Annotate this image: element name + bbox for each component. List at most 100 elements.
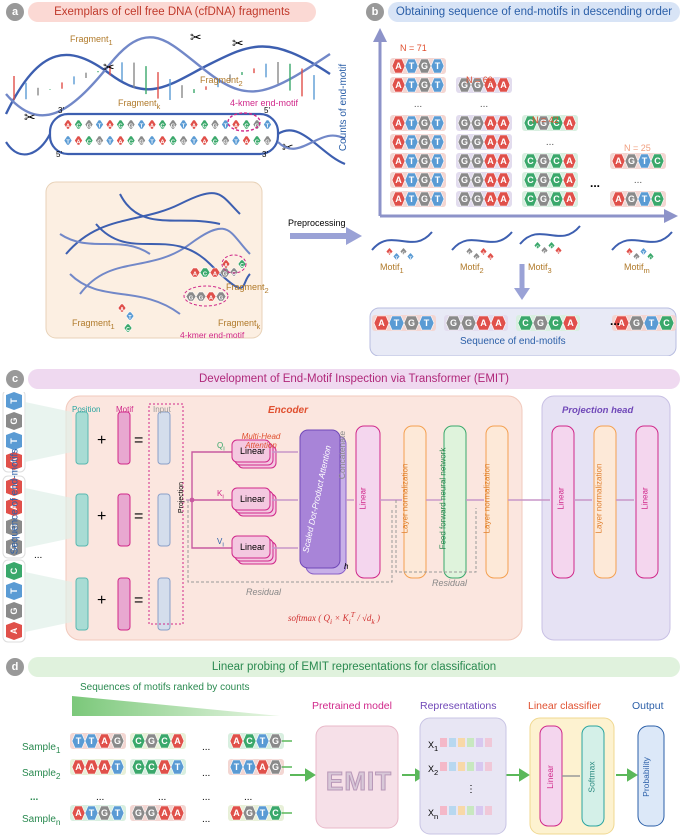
svg-text:T: T — [115, 762, 121, 772]
d-mid-ellipsis-3: ... — [202, 792, 211, 803]
c-ph-layernorm: Layer normalization — [594, 463, 604, 534]
svg-text:C: C — [552, 318, 559, 328]
nucleotide-A: A — [496, 77, 511, 93]
svg-text:G: G — [465, 318, 472, 328]
nucleotide-G: G — [632, 252, 641, 261]
svg-text:T: T — [9, 398, 19, 404]
svg-text:G: G — [628, 156, 635, 166]
nucleotide-G: G — [536, 191, 551, 207]
nucleotide-G: G — [110, 733, 125, 749]
nucleotide-A: A — [71, 805, 86, 821]
nucleotide-A: A — [373, 315, 390, 331]
svg-text:A: A — [174, 808, 181, 818]
svg-text:G: G — [633, 318, 640, 328]
ladder-base-top: G — [84, 119, 94, 130]
column-ellipsis: ... — [414, 99, 422, 110]
svg-text:T: T — [98, 124, 102, 130]
nucleotide-T: T — [404, 58, 419, 74]
svg-text:T: T — [395, 256, 398, 261]
ladder-base-bottom: C — [126, 135, 136, 146]
nucleotide-G: G — [268, 759, 283, 775]
nucleotide-T: T — [406, 252, 415, 261]
nucleotide-A: A — [189, 267, 201, 278]
c-layernorm-2: Layer normalization — [482, 463, 492, 534]
d-classifier-label: Linear classifier — [528, 700, 601, 712]
svg-text:G: G — [232, 271, 236, 277]
ladder-base-top: A — [189, 119, 199, 130]
svg-text:A: A — [628, 251, 632, 256]
ladder-base-top: A — [105, 119, 115, 130]
scissors-icon-1: ✂ — [103, 59, 115, 75]
nucleotide-C: C — [131, 733, 146, 749]
svg-text:A: A — [557, 250, 561, 255]
svg-text:T: T — [128, 315, 132, 321]
svg-text:G: G — [461, 118, 468, 128]
svg-text:A: A — [101, 736, 108, 746]
svg-text:T: T — [89, 736, 95, 746]
svg-text:A: A — [500, 194, 507, 204]
svg-text:G: G — [543, 250, 547, 255]
svg-text:C: C — [550, 245, 554, 250]
representation-cell — [467, 762, 474, 771]
representation-cell — [467, 738, 474, 747]
svg-text:C: C — [246, 736, 253, 746]
svg-text:T: T — [409, 80, 415, 90]
ladder-base-bottom: T — [105, 135, 115, 146]
panel-b-title: Obtaining sequence of end-motifs in desc… — [388, 2, 680, 22]
nucleotide-G: G — [399, 247, 408, 256]
nucleotide-C: C — [650, 191, 665, 207]
svg-text:A: A — [193, 272, 198, 278]
svg-text:T: T — [435, 80, 441, 90]
nucleotide-G: G — [470, 77, 485, 93]
d-output-label: Output — [632, 700, 664, 712]
svg-text:T: T — [409, 118, 415, 128]
ladder-base-top: A — [63, 119, 73, 130]
b-n-42: N = 42 — [532, 115, 559, 125]
svg-text:G: G — [421, 175, 428, 185]
svg-text:A: A — [495, 318, 502, 328]
svg-text:A: A — [75, 762, 82, 772]
scissors-icon-4: ✂ — [24, 109, 36, 125]
nucleotide-A: A — [97, 733, 112, 749]
svg-text:G: G — [468, 251, 472, 256]
nucleotide-T: T — [84, 805, 99, 821]
svg-text:A: A — [9, 503, 19, 510]
nucleotide-T: T — [242, 759, 257, 775]
c-linear-q: Linear — [240, 446, 266, 456]
nucleotide-T: T — [430, 134, 445, 150]
svg-text:A: A — [378, 318, 385, 328]
nucleotide-G: G — [457, 172, 472, 188]
representation-cell — [458, 806, 465, 815]
nucleotide-G: G — [403, 315, 420, 331]
svg-text:T: T — [234, 140, 238, 146]
representation-cell — [449, 806, 456, 815]
svg-text:G: G — [540, 156, 547, 166]
d-row-ellipsis-1: ... — [202, 742, 211, 753]
ladder-base-top: C — [242, 119, 251, 130]
svg-text:C: C — [129, 140, 134, 146]
representation-cell — [476, 806, 483, 815]
ladder-base-top: T — [221, 119, 230, 130]
nucleotide-G: G — [470, 134, 485, 150]
inset-fragment2-label: Fragment2 — [226, 282, 269, 295]
d-ranked-label: Sequences of motifs ranked by counts — [80, 682, 250, 693]
svg-text:T: T — [9, 588, 19, 594]
svg-text:A: A — [161, 762, 168, 772]
inset-motif-label: 4-kmer end-motif — [180, 330, 245, 340]
ladder-base-bottom: A — [200, 135, 209, 146]
svg-text:T: T — [66, 140, 70, 146]
nucleotide-T: T — [404, 191, 419, 207]
nucleotide-A: A — [391, 58, 406, 74]
nucleotide-G: G — [460, 315, 477, 331]
d-samplen: Samplen — [22, 814, 61, 827]
svg-text:G: G — [114, 736, 121, 746]
ladder-base-bottom: C — [252, 135, 262, 146]
c-k-label: Ki — [217, 489, 224, 501]
nucleotide-C: C — [658, 315, 675, 331]
